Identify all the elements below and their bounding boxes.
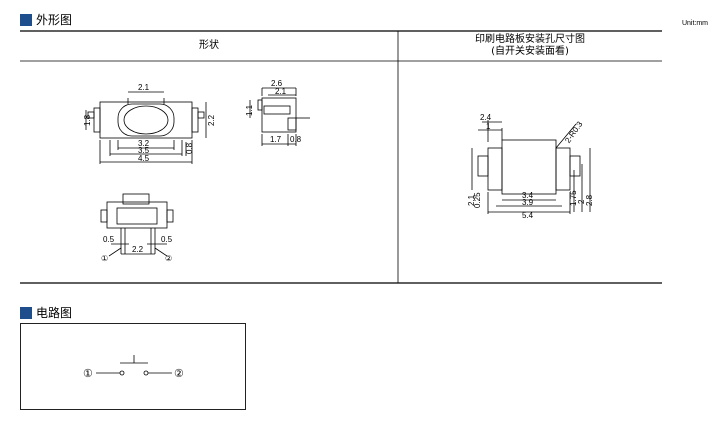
side-dim-b2: 0.8 <box>290 135 302 144</box>
pcb-dim-r2: 2 <box>577 199 586 204</box>
bottom-dim-right-pin: 0.5 <box>161 235 173 244</box>
pcb-hole-drawing: 2.4 1 2-R0.3 2.1 0.25 3.4 3.9 5.4 1.75 2… <box>467 113 594 220</box>
section-marker-icon <box>20 307 32 319</box>
pcb-dim-d3: 5.4 <box>522 211 534 220</box>
side-dim-top2: 2.1 <box>275 87 287 96</box>
pcb-dim-h1: 2.1 <box>467 194 476 206</box>
pcb-column-header: 印刷电路板安装孔尺寸图 (自开关安装面看) <box>398 31 662 61</box>
side-dim-b1: 1.7 <box>270 135 282 144</box>
bottom-dim-left-pin: 0.5 <box>103 235 115 244</box>
front-dim-right-height: 2.2 <box>207 114 216 126</box>
outline-section-title: 外形图 <box>36 13 73 27</box>
circuit-pin2-label: ② <box>174 368 184 380</box>
unit-label: Unit:mm <box>681 20 708 27</box>
pcb-dim-h2: 0.25 <box>473 192 482 208</box>
section-marker-icon <box>20 14 32 26</box>
front-dim-d2: 3.5 <box>138 146 150 155</box>
circuit-diagram-box <box>20 323 246 410</box>
circuit-pin1-label: ① <box>83 368 93 380</box>
table-frame <box>20 30 662 284</box>
side-dim-top1: 2.6 <box>271 80 283 88</box>
pcb-header-line1: 印刷电路板安装孔尺寸图 <box>475 34 585 45</box>
pcb-dim-radius: 2-R0.3 <box>563 119 584 144</box>
front-dim-d1: 3.2 <box>138 139 150 148</box>
bottom-view-drawing: 0.5 0.5 2.2 ① ② <box>100 193 174 263</box>
front-view-drawing: 2.1 1.8 2.2 3.2 3.5 4.5 0.8 <box>83 83 216 164</box>
side-dim-left: 1.1 <box>245 104 254 116</box>
pcb-dim-d2: 3.9 <box>522 198 534 207</box>
front-dim-d3: 4.5 <box>138 154 150 163</box>
side-view-drawing: 2.6 2.1 1.1 1.7 0.8 <box>245 80 310 146</box>
bottom-pin2-label: ② <box>165 254 172 263</box>
front-dim-top: 2.1 <box>138 83 150 92</box>
pcb-dim-d1: 3.4 <box>522 191 534 200</box>
circuit-diagram: ① ② <box>83 355 184 380</box>
pcb-dim-w2: 1 <box>486 122 491 131</box>
front-dim-side-small: 0.8 <box>185 142 194 154</box>
circuit-section-title: 电路图 <box>36 306 73 320</box>
circuit-section-heading: 电路图 <box>20 306 72 320</box>
bottom-pin1-label: ① <box>101 254 108 263</box>
front-dim-left-height: 1.8 <box>83 114 92 126</box>
pcb-dim-r3: 2.8 <box>585 194 594 206</box>
pcb-dim-r1: 1.75 <box>569 190 578 206</box>
outline-section-heading: 外形图 <box>20 13 72 27</box>
bottom-dim-pitch: 2.2 <box>132 245 144 254</box>
shape-header-text: 形状 <box>199 40 219 51</box>
shape-column-header: 形状 <box>20 31 398 61</box>
pcb-header-line2: (自开关安装面看) <box>491 46 569 57</box>
pcb-dim-w1: 2.4 <box>480 113 492 122</box>
